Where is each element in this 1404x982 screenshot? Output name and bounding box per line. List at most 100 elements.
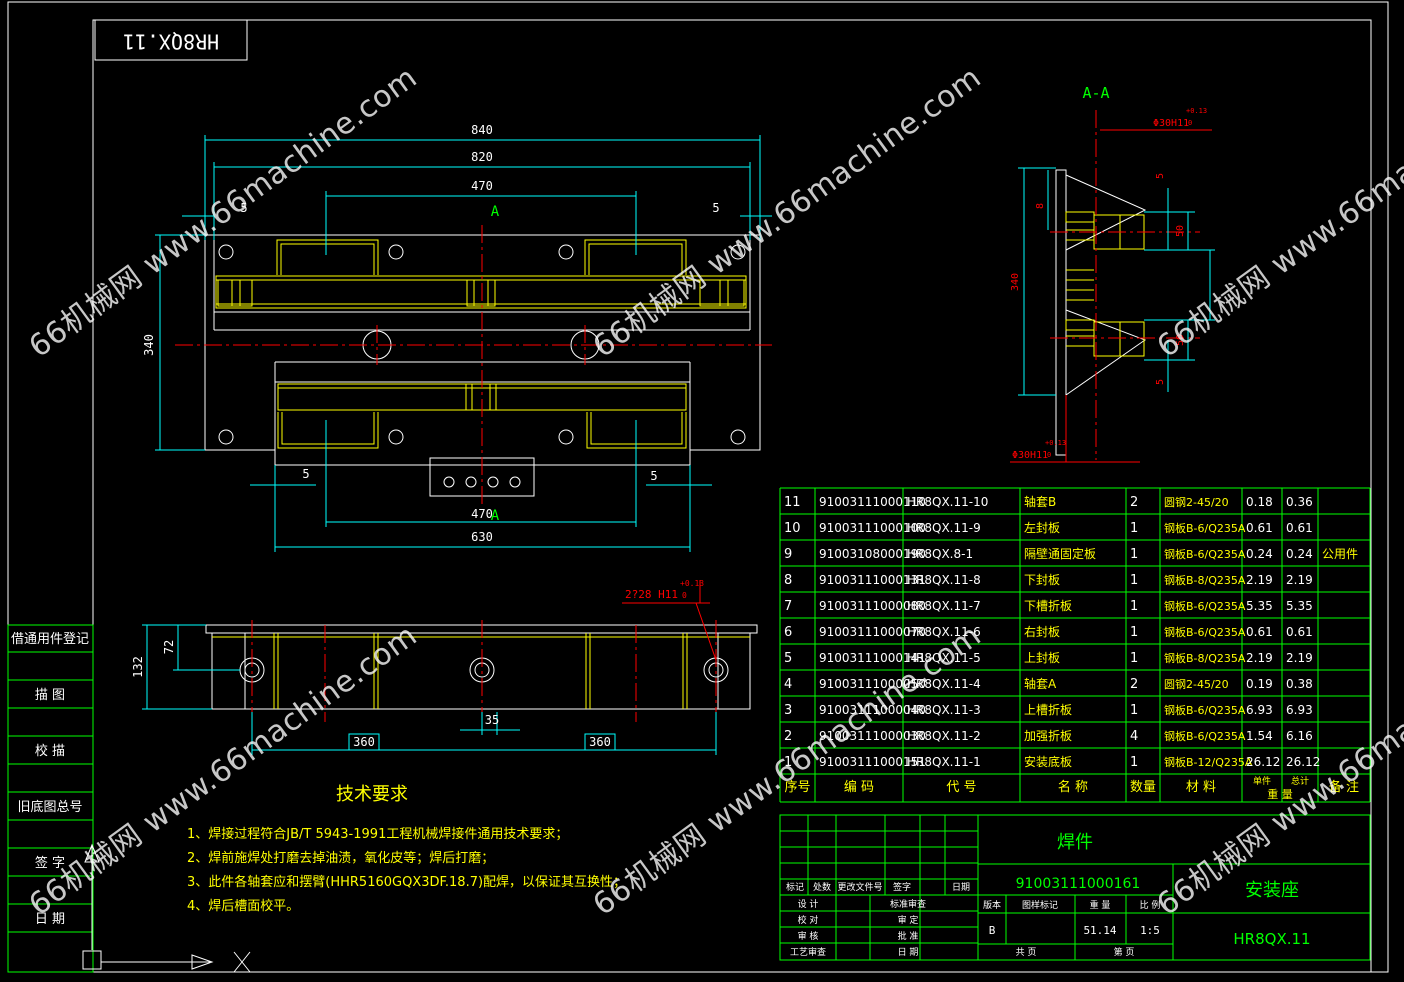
bom-part-name: 加强折板 bbox=[1024, 728, 1072, 743]
sheet-number: 第 页 bbox=[1114, 946, 1135, 958]
info-label: 版本 bbox=[983, 899, 1001, 911]
dim-5-lower-left: 5 bbox=[302, 467, 309, 481]
bom-qty: 4 bbox=[1130, 729, 1138, 744]
bom-total-weight: 0.38 bbox=[1286, 677, 1313, 691]
bom-header: 名 称 bbox=[1058, 779, 1088, 795]
bom-qty: 1 bbox=[1130, 521, 1138, 536]
bom-drawing-no: HR8QX.11-4 bbox=[907, 677, 981, 691]
bom-qty: 2 bbox=[1130, 495, 1138, 510]
sign-label: 审 定 bbox=[898, 914, 919, 926]
panel-label: 旧底图总号 bbox=[17, 799, 82, 815]
bom-material: 钢板B-6/Q235A bbox=[1164, 625, 1246, 639]
tech-item: 2、焊前施焊处打磨去掉油渍，氧化皮等；焊后打磨； bbox=[187, 850, 494, 866]
bom-code: 91003111000040 bbox=[819, 703, 926, 717]
dim-5-section-bottom: 5 bbox=[1155, 379, 1166, 385]
sign-label: 日 期 bbox=[898, 947, 919, 958]
info-label: 图样标记 bbox=[1022, 899, 1058, 911]
bom-total-weight: 26.12 bbox=[1286, 755, 1320, 769]
weight-value: 51.14 bbox=[1083, 924, 1116, 937]
dim-630: 630 bbox=[471, 530, 493, 544]
bom-part-name: 隔壁通固定板 bbox=[1024, 546, 1096, 561]
scale-value: 1:5 bbox=[1140, 924, 1160, 937]
bom-item-no: 1 bbox=[784, 755, 792, 770]
bom-header: 编 码 bbox=[844, 780, 874, 795]
bom-material: 钢板B-6/Q235A bbox=[1164, 729, 1246, 743]
section-marker-bottom: A bbox=[491, 508, 500, 524]
mirrored-drawing-number: HR8QX.11 bbox=[123, 30, 219, 54]
bom-total-weight: 0.36 bbox=[1286, 495, 1313, 509]
sign-label: 标准审查 bbox=[890, 898, 926, 910]
bom-total-weight: 2.19 bbox=[1286, 651, 1313, 665]
bom-item-no: 5 bbox=[784, 651, 792, 666]
dim-470-bottom: 470 bbox=[471, 507, 493, 521]
dim-340: 340 bbox=[142, 334, 156, 356]
bom-header: 代 号 bbox=[946, 780, 976, 795]
bom-unit-weight: 5.35 bbox=[1246, 599, 1273, 613]
title-block: 标记 处数 更改文件号 签字 日期 设 计 校 对 审 核 工艺审查 标准审查 … bbox=[779, 814, 1371, 961]
bom-material: 钢板B-6/Q235A bbox=[1164, 547, 1246, 561]
bom-part-name: 下槽折板 bbox=[1024, 598, 1072, 613]
svg-text:0: 0 bbox=[682, 591, 687, 600]
bom-unit-weight: 2.19 bbox=[1246, 573, 1273, 587]
bom-qty: 1 bbox=[1130, 651, 1138, 666]
total-sheets: 共 页 bbox=[1016, 947, 1037, 958]
bom-code: 91003111000131 bbox=[819, 573, 926, 587]
bom-unit-weight: 2.19 bbox=[1246, 651, 1273, 665]
bom-drawing-no: HR8QX.11-7 bbox=[907, 599, 981, 613]
bom-code: 91003111000141 bbox=[819, 651, 926, 665]
bom-header: 序号 bbox=[784, 780, 810, 795]
rev-label: 日期 bbox=[952, 882, 970, 893]
tech-item: 1、焊接过程符合JB/T 5943-1991工程机械焊接件通用技术要求； bbox=[187, 826, 568, 842]
bom-code: 91003111000151 bbox=[819, 755, 926, 769]
bom-item-no: 8 bbox=[784, 573, 792, 588]
bom-part-name: 上槽折板 bbox=[1024, 702, 1072, 717]
version-value: B bbox=[989, 924, 996, 937]
part-name: 安装座 bbox=[1245, 880, 1299, 901]
bom-drawing-no: HR8QX.8-1 bbox=[907, 547, 973, 561]
bom-item-no: 11 bbox=[784, 495, 801, 510]
bom-drawing-no: HR8QX.11-10 bbox=[907, 495, 988, 509]
bom-total-weight: 0.24 bbox=[1286, 547, 1313, 561]
bom-total-weight: 5.35 bbox=[1286, 599, 1313, 613]
bom-code: 91003111000070 bbox=[819, 625, 926, 639]
bom-qty: 1 bbox=[1130, 703, 1138, 718]
dim-132: 132 bbox=[131, 656, 145, 678]
bom-unit-weight: 1.54 bbox=[1246, 729, 1273, 743]
svg-text:+0.13: +0.13 bbox=[1186, 107, 1207, 115]
bom-qty: 1 bbox=[1130, 625, 1138, 640]
bom-material: 钢板B-6/Q235A bbox=[1164, 521, 1246, 535]
bom-code: 91003111000110 bbox=[819, 495, 926, 509]
bom-total-weight: 0.61 bbox=[1286, 521, 1313, 535]
svg-text:Φ30H11: Φ30H11 bbox=[1012, 450, 1048, 461]
panel-label: 借通用件登记 bbox=[11, 632, 89, 647]
dim-35: 35 bbox=[485, 713, 499, 727]
bom-material: 钢板B-8/Q235A bbox=[1164, 573, 1246, 587]
panel-label: 日 期 bbox=[35, 912, 65, 927]
bom-unit-weight: 0.24 bbox=[1246, 547, 1273, 561]
section-title: A-A bbox=[1082, 84, 1109, 102]
fit-label-top: Φ30H11 +0.13 0 bbox=[1100, 107, 1212, 131]
dim-72: 72 bbox=[162, 640, 176, 654]
section-view: A-A bbox=[1010, 84, 1215, 463]
bom-total-weight: 2.19 bbox=[1286, 573, 1313, 587]
bom-material: 圆钢2-45/20 bbox=[1164, 678, 1229, 691]
dim-5-right: 5 bbox=[712, 201, 719, 215]
sign-label: 工艺审查 bbox=[790, 946, 826, 958]
bom-item-no: 2 bbox=[784, 729, 792, 744]
dim-360-left: 360 bbox=[353, 735, 375, 749]
bom-unit-weight: 26.12 bbox=[1246, 755, 1280, 769]
bom-part-name: 轴套B bbox=[1024, 494, 1056, 509]
bom-unit-weight: 0.61 bbox=[1246, 625, 1273, 639]
svg-text:+0.13: +0.13 bbox=[680, 579, 704, 588]
part-code: 91003111000161 bbox=[1016, 876, 1141, 892]
dim-50-section-bottom: 50 bbox=[1175, 334, 1186, 346]
bom-header: 材 料 bbox=[1186, 780, 1216, 795]
bom-header: 重 量 bbox=[1267, 787, 1293, 801]
tech-title: 技术要求 bbox=[336, 784, 408, 805]
section-marker-top: A bbox=[491, 204, 500, 220]
bom-unit-weight: 0.18 bbox=[1246, 495, 1273, 509]
bom-header: 备 注 bbox=[1329, 779, 1359, 795]
info-label: 重 量 bbox=[1090, 899, 1111, 911]
